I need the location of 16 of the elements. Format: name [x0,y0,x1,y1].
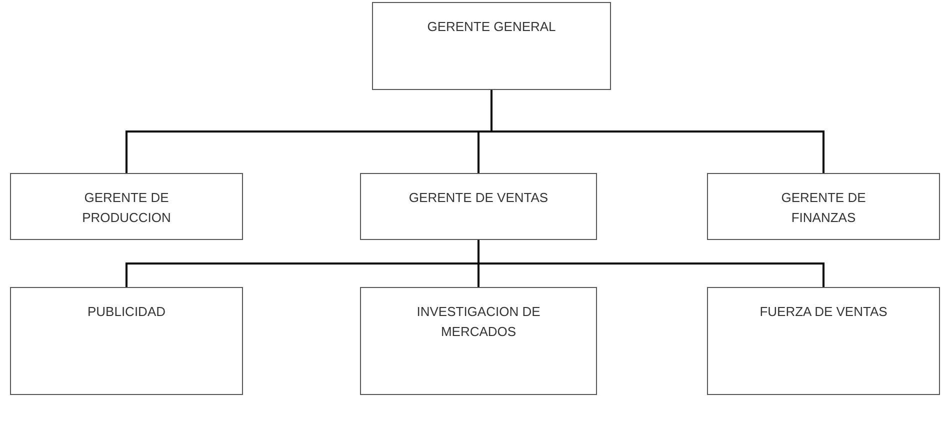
box-label: GERENTE DE FINANZAS [780,189,867,227]
box-label: GERENTE GENERAL [427,18,556,36]
org-box [360,173,597,240]
org-box [10,173,243,240]
org-box [360,287,597,395]
box-label: FUERZA DE VENTAS [760,303,888,321]
box-label: PUBLICIDAD [87,303,166,321]
connector-line [490,90,824,173]
org-box [10,287,243,395]
org-box [707,173,940,240]
box-label: GERENTE DE PRODUCCION [81,189,172,227]
org-box [707,287,940,395]
box-label: INVESTIGACION DE MERCADOS [416,303,542,341]
connector-line [478,240,824,287]
org-box [372,2,611,90]
box-label: GERENTE DE VENTAS [408,189,548,207]
